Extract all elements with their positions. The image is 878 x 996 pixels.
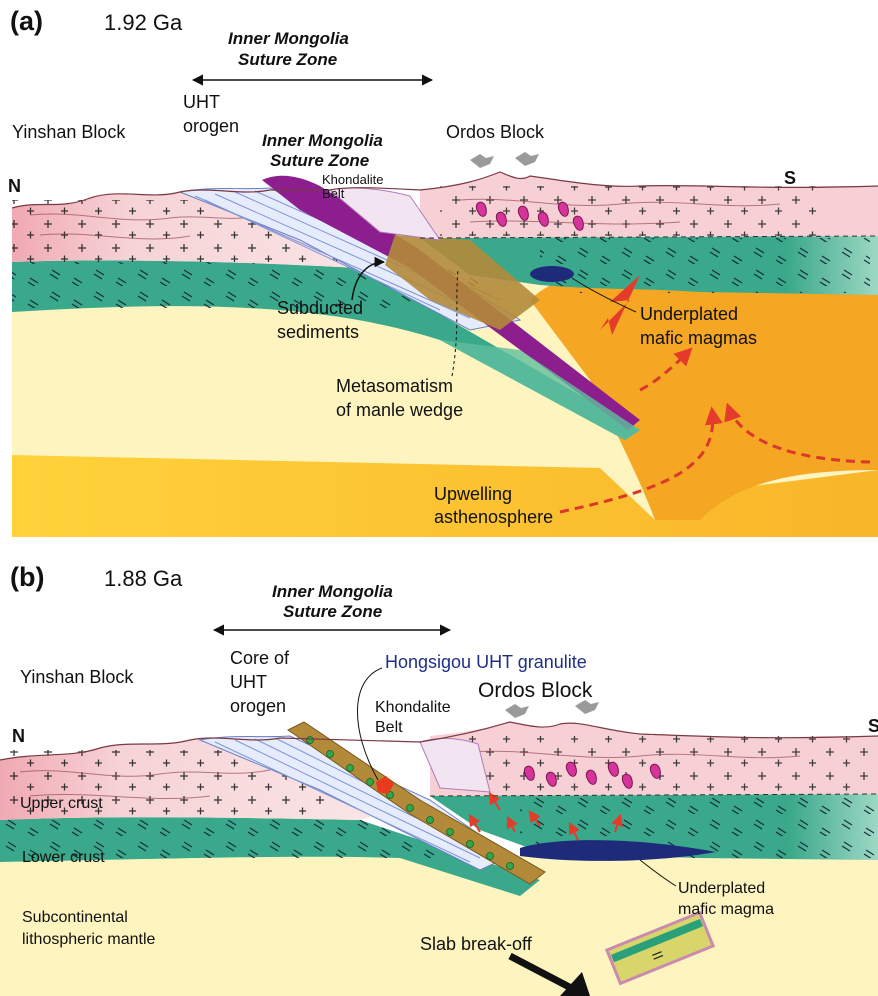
ordos-block-label-b: Ordos Block: [478, 679, 593, 702]
subducted-label-a-1: Subducted: [277, 298, 363, 318]
north-label-b: N: [12, 726, 25, 746]
suture-zone-inner-a-1: Inner Mongolia: [262, 131, 383, 150]
yinshan-block-label-a: Yinshan Block: [12, 122, 126, 142]
suture-zone-label-b-2: Suture Zone: [283, 602, 382, 621]
panel-b-label: (b): [10, 562, 44, 592]
underplated-label-b-1: Underplated: [678, 880, 765, 897]
yinshan-block-label-b: Yinshan Block: [20, 667, 134, 687]
slab-breakoff-label: Slab break-off: [420, 934, 533, 954]
suture-zone-inner-a-2: Suture Zone: [270, 151, 369, 170]
core-label-b-2: UHT: [230, 672, 267, 692]
khondalite-label-a-2: Belt: [322, 186, 345, 201]
uht-label-a-2: orogen: [183, 116, 239, 136]
core-label-b-1: Core of: [230, 648, 290, 668]
underplated-label-b-2: mafic magma: [678, 901, 774, 918]
metasomatism-label-a-2: of manle wedge: [336, 400, 463, 420]
khondalite-label-b-2: Belt: [375, 719, 403, 736]
khondalite-label-a-1: Khondalite: [322, 172, 383, 187]
volcano-smoke-a: [470, 152, 539, 168]
core-label-b-3: orogen: [230, 696, 286, 716]
suture-zone-label-a-2: Suture Zone: [238, 50, 337, 69]
underplated-magma-a: [530, 266, 574, 282]
upwelling-label-a-1: Upwelling: [434, 484, 512, 504]
underplated-label-a-1: Underplated: [640, 304, 738, 324]
panel-a-age: 1.92 Ga: [104, 10, 183, 35]
ordos-block-label-a: Ordos Block: [446, 122, 545, 142]
north-label-a: N: [8, 176, 21, 196]
sclm-label-2: lithospheric mantle: [22, 931, 156, 948]
khondalite-label-b-1: Khondalite: [375, 699, 451, 716]
south-label-a: S: [784, 168, 796, 188]
metasomatism-label-a-1: Metasomatism: [336, 376, 453, 396]
uht-label-a-1: UHT: [183, 92, 220, 112]
south-label-b: S: [868, 716, 878, 736]
mantle-b: [0, 855, 878, 996]
suture-zone-label-b-1: Inner Mongolia: [272, 582, 393, 601]
upwelling-label-a-2: asthenosphere: [434, 507, 553, 527]
underplated-label-a-2: mafic magmas: [640, 328, 757, 348]
hongsigou-label: Hongsigou UHT granulite: [385, 652, 587, 672]
sclm-label-1: Subcontinental: [22, 909, 128, 926]
panel-b-age: 1.88 Ga: [104, 566, 183, 591]
volcano-smoke-b: [505, 700, 599, 718]
panel-a: (a) 1.92 Ga Inner Mongolia Suture Zone U…: [8, 6, 878, 537]
panel-b: (b) 1.88 Ga Inner Mongolia Suture Zone C…: [0, 562, 878, 996]
panel-a-label: (a): [10, 6, 43, 36]
lower-crust-label: Lower crust: [22, 849, 105, 866]
subducted-label-a-2: sediments: [277, 322, 359, 342]
suture-zone-label-a-1: Inner Mongolia: [228, 29, 349, 48]
upper-crust-label: Upper crust: [20, 795, 103, 812]
